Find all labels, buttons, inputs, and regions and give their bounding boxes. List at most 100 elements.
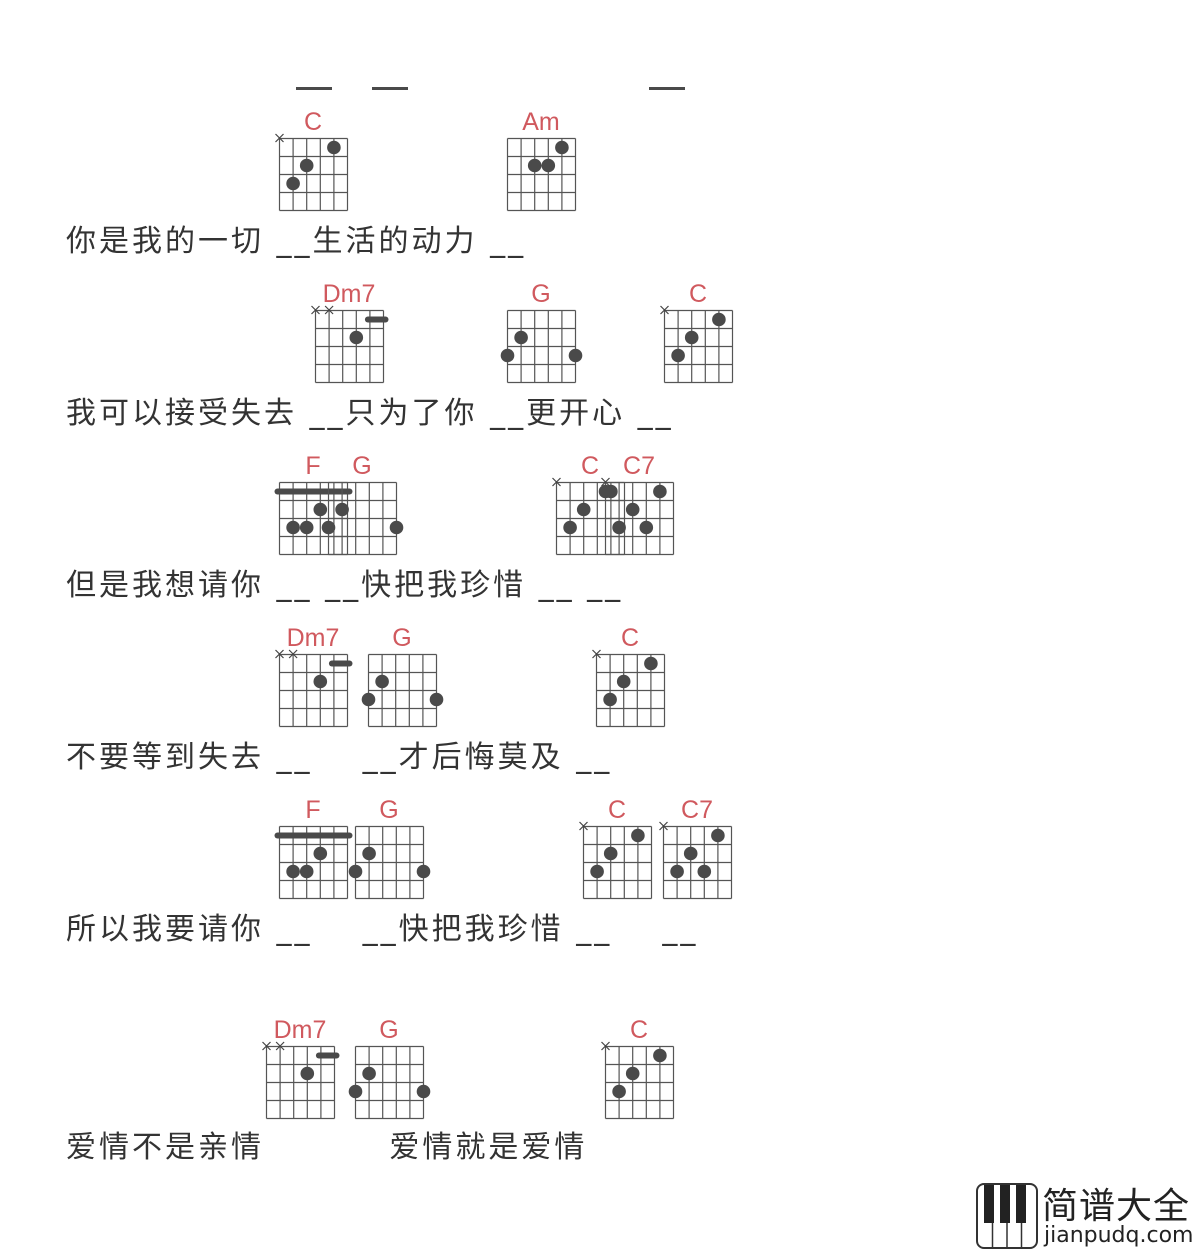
finger-dot xyxy=(639,520,654,535)
chord-name: C xyxy=(629,1016,649,1044)
mute-x-icon xyxy=(660,305,669,315)
lyric-line: 不要等到失去 __ __才后悔莫及 __ xyxy=(66,740,613,775)
finger-dot xyxy=(603,692,617,707)
finger-dot xyxy=(603,846,618,861)
mute-x-icon xyxy=(311,305,320,315)
mute-x-icon xyxy=(659,821,668,831)
fretboard-grid xyxy=(598,477,675,556)
finger-dot xyxy=(361,692,376,707)
mute-x-icon xyxy=(275,133,284,143)
chord-name: Dm7 xyxy=(322,280,376,308)
fretboard-grid xyxy=(579,821,653,900)
fretboard-grid xyxy=(660,305,734,384)
finger-dot xyxy=(299,520,314,535)
fretboard-grid xyxy=(500,309,583,384)
chord-name: C xyxy=(620,624,640,652)
mute-x-icon xyxy=(601,1041,610,1051)
finger-dot xyxy=(416,1084,431,1099)
finger-dot xyxy=(625,502,640,517)
mute-x-icon xyxy=(579,821,588,831)
finger-dot xyxy=(527,158,542,173)
piano-keys-icon xyxy=(976,1183,1038,1249)
finger-dot xyxy=(286,864,300,879)
finger-dot xyxy=(300,1066,315,1081)
fretboard-grid xyxy=(506,137,577,212)
finger-dot xyxy=(313,846,328,861)
finger-dot xyxy=(313,502,328,517)
mute-x-icon xyxy=(552,477,561,487)
lyric-line: 爱情不是亲情 爱情就是爱情 xyxy=(66,1130,588,1165)
mute-x-icon xyxy=(275,649,284,659)
finger-dot xyxy=(286,176,300,191)
fretboard-grid xyxy=(659,821,733,900)
finger-dot xyxy=(590,864,604,879)
finger-dot xyxy=(653,484,667,499)
fretboard-grid xyxy=(348,1045,431,1120)
finger-dot xyxy=(653,1048,667,1063)
finger-dot xyxy=(286,520,300,535)
finger-dot xyxy=(711,828,725,843)
finger-dot xyxy=(568,348,583,363)
mute-x-icon xyxy=(601,477,610,487)
fretboard-grid xyxy=(275,649,353,728)
finger-dot xyxy=(389,520,404,535)
finger-dot xyxy=(313,674,328,689)
chord-name: Am xyxy=(522,108,560,136)
finger-dot xyxy=(644,656,658,671)
chord-name: C7 xyxy=(681,796,713,824)
chord-name: F xyxy=(305,452,321,480)
finger-dot xyxy=(349,330,364,345)
chord-name: G xyxy=(531,280,551,308)
chord-name: G xyxy=(352,452,372,480)
chord-name: G xyxy=(379,1016,399,1044)
chord-name: C xyxy=(607,796,627,824)
fretboard-grid xyxy=(274,825,353,900)
finger-dot xyxy=(348,864,363,879)
fretboard-grid xyxy=(275,133,349,212)
finger-dot xyxy=(375,674,389,689)
lyric-line: 你是我的一切 __生活的动力 __ xyxy=(66,224,527,259)
lyric-line: 所以我要请你 __ __快把我珍惜 __ __ xyxy=(66,912,699,947)
mute-x-icon xyxy=(592,649,601,659)
site-logo[interactable]: 简谱大全 jianpudq.com xyxy=(976,1183,1200,1251)
rest-dash xyxy=(372,87,408,90)
fretboard-grid xyxy=(592,649,666,728)
finger-dot xyxy=(335,502,349,517)
finger-dot xyxy=(362,1066,376,1081)
finger-dot xyxy=(299,158,314,173)
fretboard-grid xyxy=(262,1041,340,1120)
chord-name: G xyxy=(379,796,399,824)
finger-dot xyxy=(327,140,341,155)
chord-name: F xyxy=(305,796,321,824)
finger-dot xyxy=(671,348,685,363)
mute-x-icon xyxy=(262,1041,271,1051)
finger-dot xyxy=(612,520,626,535)
lyric-line: 但是我想请你 __ __快把我珍惜 __ __ xyxy=(66,568,624,603)
rest-dash xyxy=(649,87,685,90)
fretboard-grid xyxy=(274,481,353,556)
mute-x-icon xyxy=(324,305,334,315)
rest-dash xyxy=(296,87,332,90)
finger-dot xyxy=(612,1084,626,1099)
lyric-line: 我可以接受失去 __只为了你 __更开心 __ xyxy=(66,396,674,431)
finger-dot xyxy=(555,140,569,155)
finger-dot xyxy=(563,520,577,535)
chord-name: C xyxy=(303,108,323,136)
finger-dot xyxy=(299,864,314,879)
mute-x-icon xyxy=(275,1041,285,1051)
finger-dot xyxy=(712,312,726,327)
finger-dot xyxy=(684,330,699,345)
chord-name: Dm7 xyxy=(286,624,340,652)
logo-url: jianpudq.com xyxy=(1044,1223,1194,1248)
finger-dot xyxy=(670,864,684,879)
fretboard-grid xyxy=(361,653,444,728)
finger-dot xyxy=(362,846,376,861)
finger-dot xyxy=(416,864,431,879)
chord-name: C xyxy=(580,452,600,480)
chord-name: C xyxy=(688,280,708,308)
finger-dot xyxy=(576,502,591,517)
finger-dot xyxy=(625,1066,640,1081)
finger-dot xyxy=(541,158,556,173)
finger-dot xyxy=(500,348,515,363)
chord-name: C7 xyxy=(623,452,655,480)
